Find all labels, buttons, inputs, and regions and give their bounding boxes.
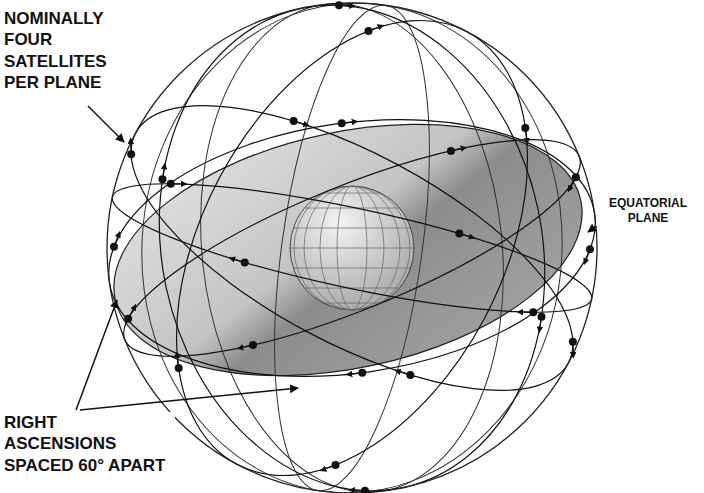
satellite-dot: [572, 173, 580, 181]
satellite-dot: [447, 147, 455, 155]
satellite-dot: [538, 313, 546, 321]
orbit-ellipse: [91, 49, 613, 447]
satellite-dot: [175, 364, 183, 372]
satellite-dot: [529, 308, 537, 316]
satellite-dot: [249, 341, 257, 349]
satellite-dot: [167, 180, 175, 188]
satellite-dot: [331, 461, 339, 469]
satellite-dot: [241, 258, 249, 266]
leader-arrows: [76, 106, 602, 410]
satellite-dot: [358, 369, 366, 377]
satellite-dot: [365, 27, 373, 35]
satellite-dot: [124, 315, 132, 323]
satellite-dot: [335, 1, 343, 9]
orbit-ellipse: [115, 0, 589, 493]
orbit-ellipse: [104, 158, 600, 338]
satellite-dot: [338, 119, 346, 127]
satellite-dot: [569, 338, 577, 346]
plane-callout: NOMINALLY FOUR SATELLITES PER PLANE: [2, 8, 120, 93]
satellite-dot: [110, 243, 118, 251]
satellite-dot: [127, 150, 135, 158]
satellite-dot: [521, 124, 529, 132]
orbit-sphere: [107, 3, 597, 493]
spacing-callout: RIGHT ASCENSIONS SPACED 60° APART: [2, 412, 175, 476]
orbit-ellipse: [102, 99, 603, 398]
orbit-ellipse: [105, 0, 600, 493]
plane-callout: EQUATORIAL PLANE: [596, 196, 700, 226]
satellite-dot: [455, 230, 463, 238]
satellite-dot: [290, 117, 298, 125]
satellite-dot: [158, 175, 166, 183]
orbit-ellipse: [92, 90, 612, 406]
satellites: [110, 1, 594, 493]
satellite-dot: [406, 371, 414, 379]
satellite-dot: [361, 487, 369, 493]
earth-globe: [290, 186, 414, 310]
satellite-dot: [586, 245, 594, 253]
